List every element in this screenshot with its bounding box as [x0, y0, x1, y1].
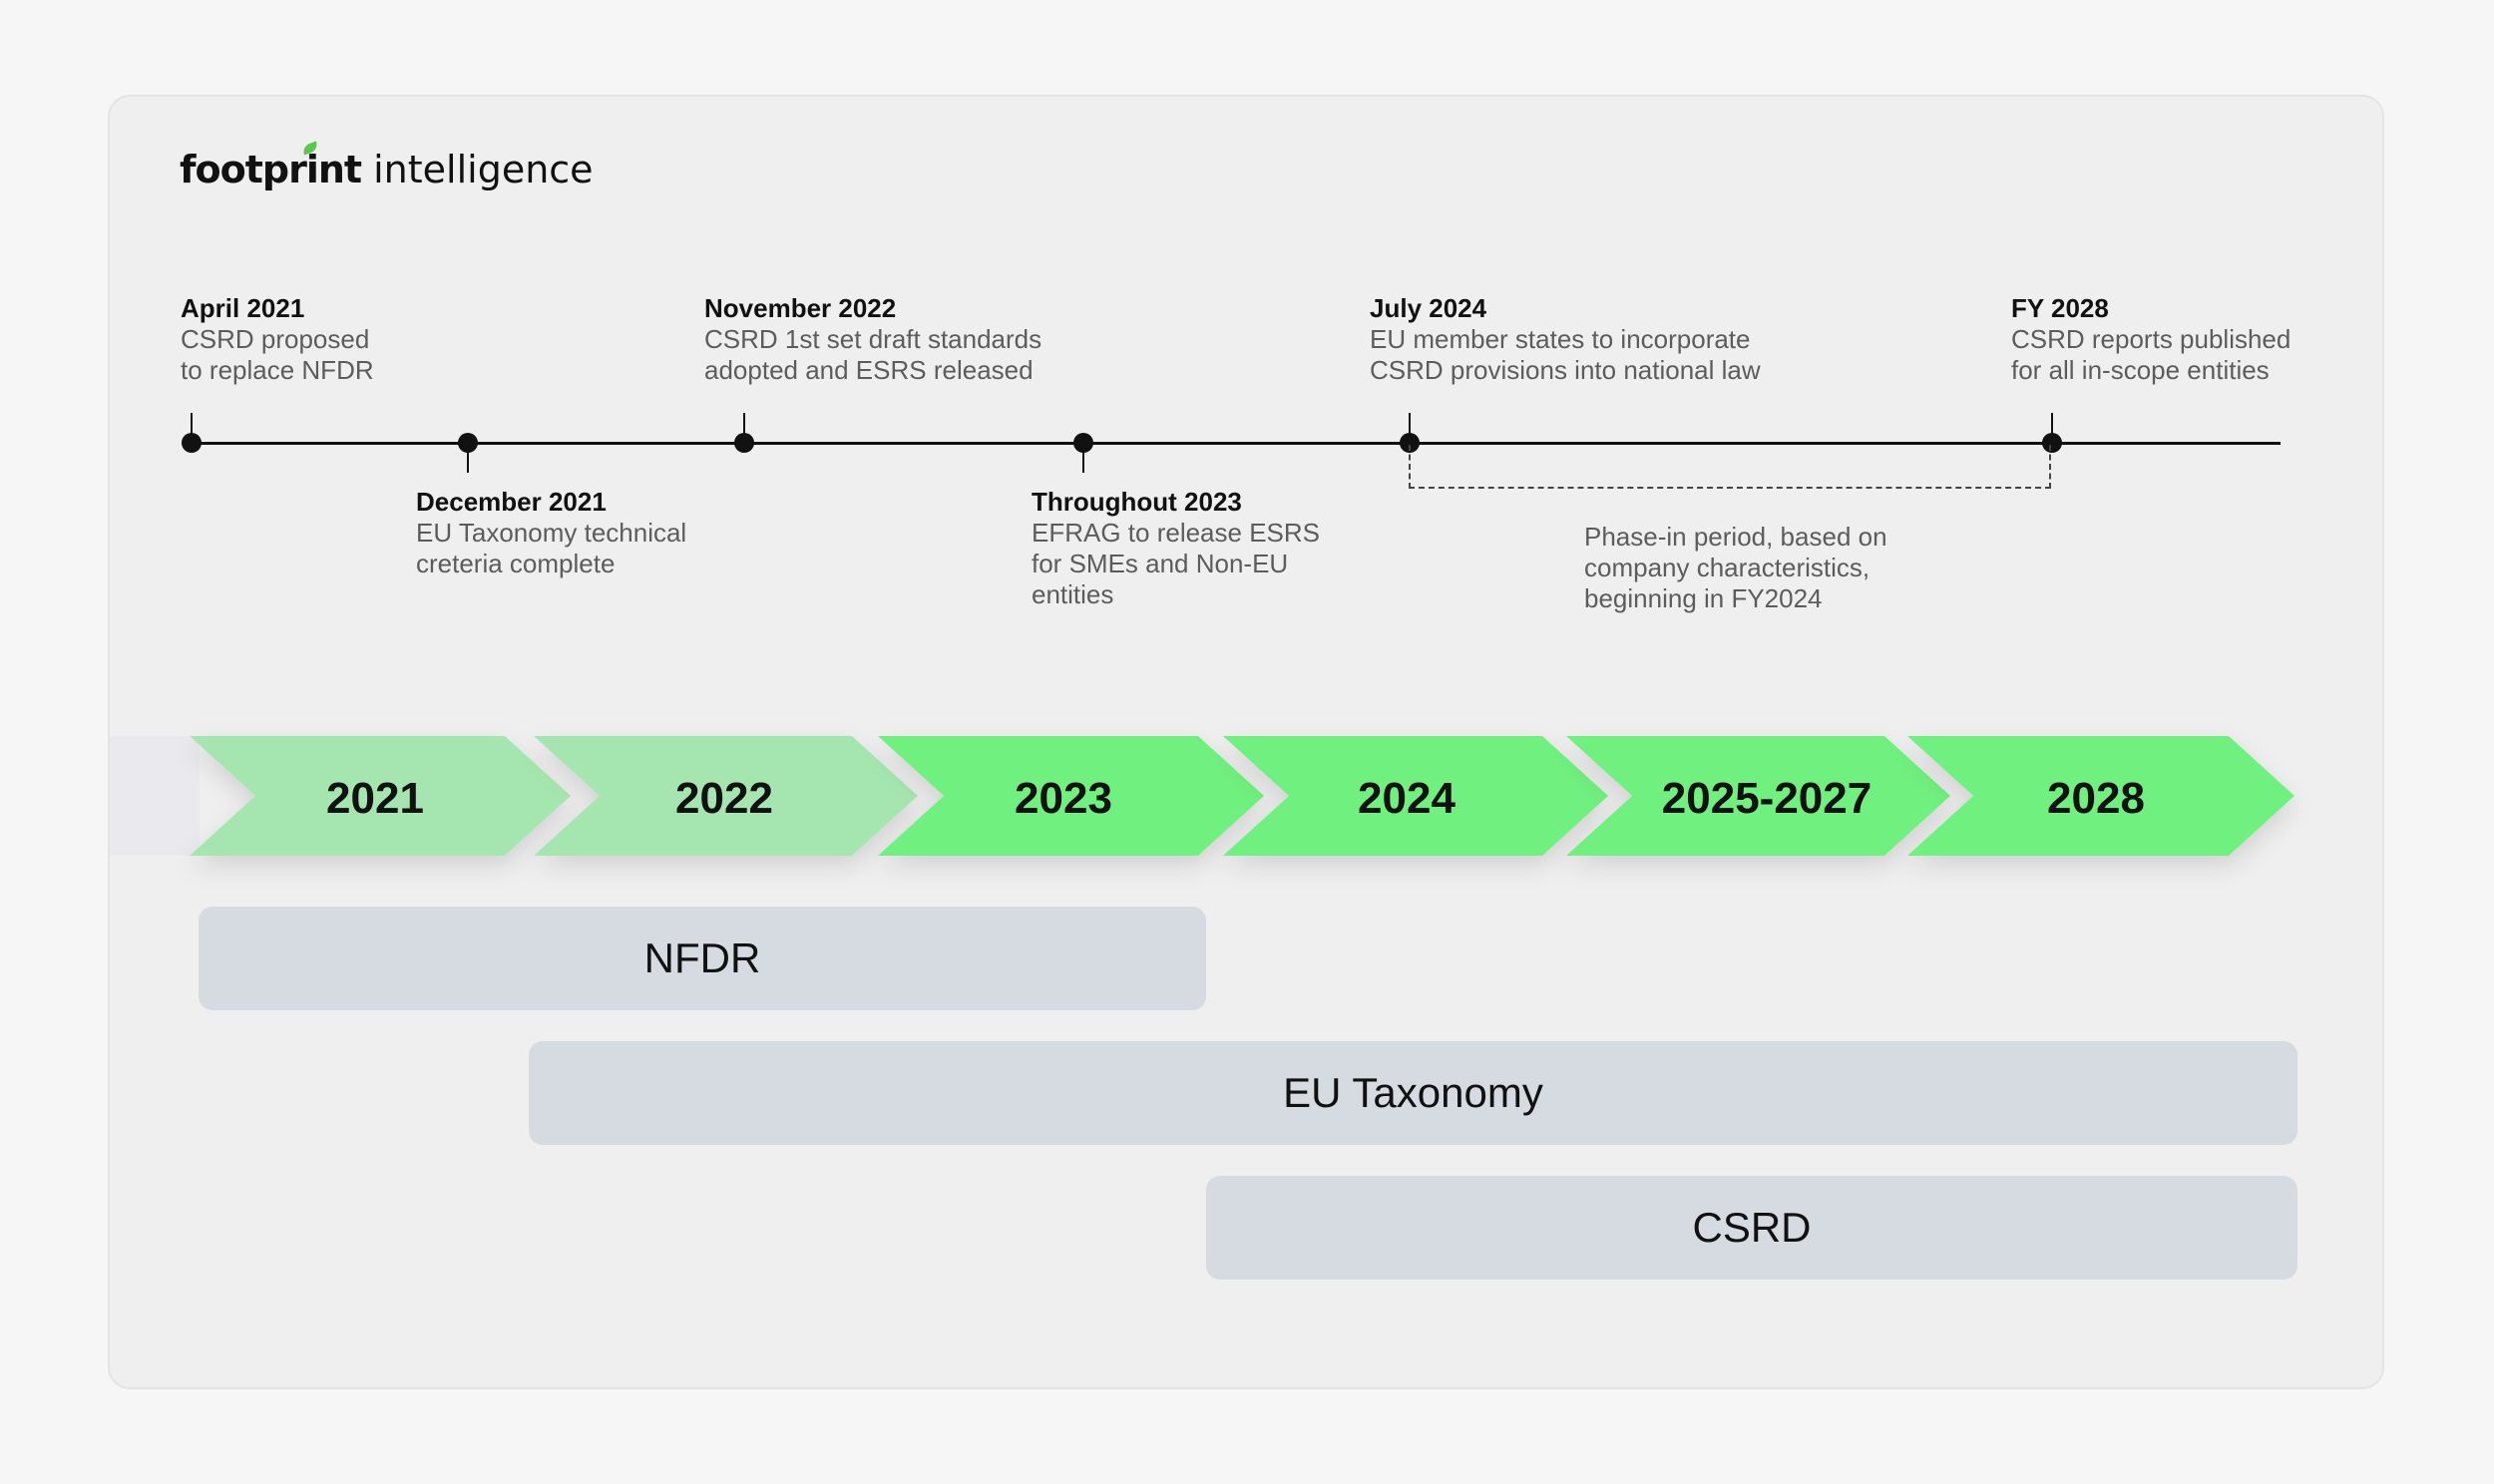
event-november-2022: November 2022 CSRD 1st set draft standar…: [704, 293, 1041, 386]
year-chevron-2021: [190, 736, 571, 856]
framework-bar-eu-taxonomy: EU Taxonomy: [529, 1041, 2297, 1145]
event-throughout-2023: Throughout 2023 EFRAG to release ESRS fo…: [1032, 487, 1320, 610]
year-label: 2024: [1358, 774, 1455, 823]
framework-label: NFDR: [643, 934, 761, 981]
event-description: EU member states to incorporate CSRD pro…: [1370, 324, 1761, 385]
timeline-marker: [1400, 433, 1420, 453]
timeline-marker: [2042, 433, 2062, 453]
timeline-marker: [458, 433, 478, 453]
event-description: CSRD 1st set draft standards adopted and…: [704, 324, 1042, 385]
event-fy-2028: FY 2028 CSRD reports published for all i…: [2011, 293, 2290, 386]
timeline-tick: [1082, 451, 1084, 473]
timeline-tick: [2051, 413, 2053, 435]
brand-logo: footprint intelligence: [180, 141, 594, 207]
event-title: FY 2028: [2011, 293, 2109, 323]
event-december-2021: December 2021 EU Taxonomy technical cret…: [416, 487, 686, 579]
timeline-tick: [191, 413, 193, 435]
brand-name-bold: footprint: [180, 148, 362, 191]
event-april-2021: April 2021 CSRD proposed to replace NFDR: [181, 293, 374, 386]
event-title: Throughout 2023: [1032, 487, 1242, 517]
timeline-tick: [743, 413, 745, 435]
timeline-tick: [467, 451, 469, 473]
year-label: 2022: [675, 774, 773, 823]
phase-in-note: Phase-in period, based on company charac…: [1584, 522, 1887, 614]
year-label: 2023: [1015, 774, 1112, 823]
year-chevron-2025-2027: [1566, 736, 1950, 856]
framework-bar-nfdr: NFDR: [199, 907, 1206, 1010]
event-description: EFRAG to release ESRS for SMEs and Non-E…: [1032, 518, 1320, 609]
phase-in-bracket: [1409, 445, 2051, 489]
timeline-marker: [734, 433, 754, 453]
timeline-marker: [1073, 433, 1093, 453]
event-description: CSRD proposed to replace NFDR: [181, 324, 374, 385]
year-label: 2021: [326, 774, 424, 823]
year-chevron-2023: [878, 736, 1264, 856]
timeline-marker: [182, 433, 202, 453]
year-chevron-2024: [1223, 736, 1608, 856]
timeline-tick: [1409, 413, 1411, 435]
phase-in-description: Phase-in period, based on company charac…: [1584, 522, 1887, 613]
event-title: November 2022: [704, 293, 897, 323]
framework-label: EU Taxonomy: [1283, 1069, 1543, 1116]
framework-bar-csrd: CSRD: [1206, 1176, 2297, 1280]
event-title: July 2024: [1370, 293, 1487, 323]
year-label: 2025-2027: [1662, 774, 1871, 823]
event-title: April 2021: [181, 293, 305, 323]
event-description: CSRD reports published for all in-scope …: [2011, 324, 2291, 385]
brand-name-light: intelligence: [373, 148, 594, 191]
year-chevron-2028: [1907, 736, 2294, 856]
timeline-axis: [192, 442, 2281, 445]
event-description: EU Taxonomy technical creteria complete: [416, 518, 687, 578]
year-label: 2028: [2047, 774, 2145, 823]
event-july-2024: July 2024 EU member states to incorporat…: [1370, 293, 1761, 386]
framework-label: CSRD: [1692, 1204, 1812, 1251]
year-chevron-2022: [534, 736, 918, 856]
event-title: December 2021: [416, 487, 607, 517]
chevron-start-band: [110, 736, 200, 856]
